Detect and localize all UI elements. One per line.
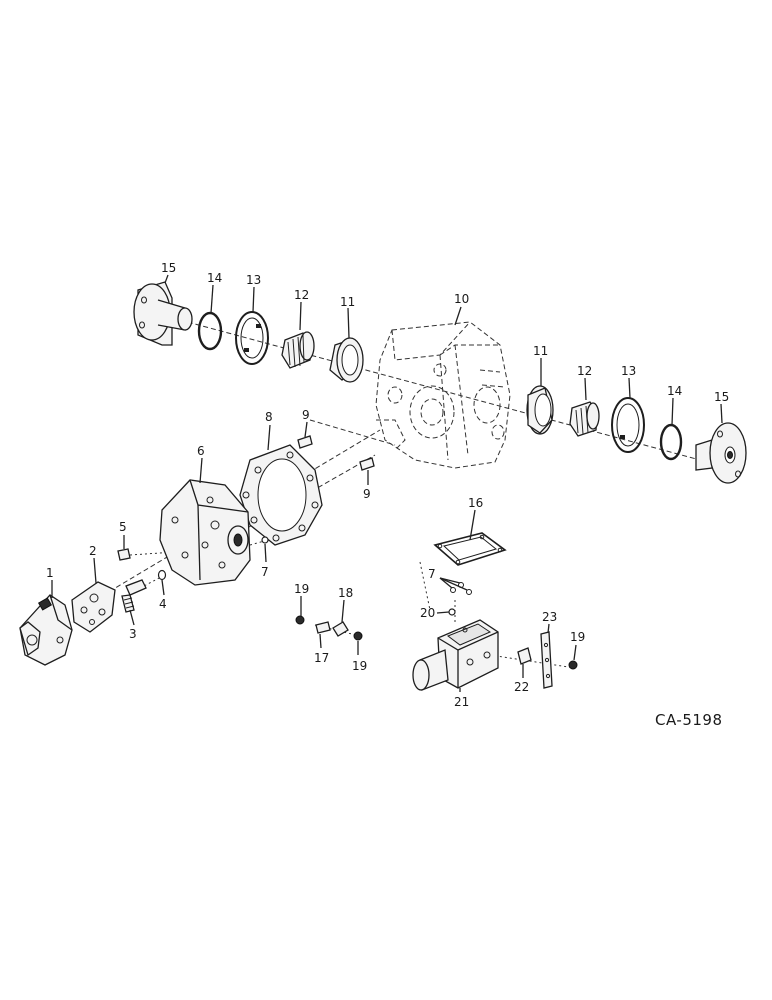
- callout-10: 10: [454, 292, 469, 306]
- bearing-cone-right-part-12: [569, 401, 600, 437]
- flange-cover-right-part-15: [695, 422, 747, 484]
- callout-16: 16: [468, 496, 483, 510]
- callout-7-a: 7: [261, 565, 269, 579]
- callout-8: 8: [265, 410, 273, 424]
- callout-9-b: 9: [363, 487, 371, 501]
- callout-15-b: 15: [714, 390, 729, 404]
- callout-13-b: 13: [621, 364, 636, 378]
- callout-6: 6: [197, 444, 205, 458]
- callout-7-b: 7: [428, 567, 436, 581]
- callout-21: 21: [454, 695, 469, 709]
- o-ring-left-part-14: [197, 311, 223, 351]
- ball-part-20: [448, 608, 456, 616]
- callout-14-b: 14: [667, 384, 682, 398]
- housing-part-10: [375, 321, 511, 469]
- callout-19-a: 19: [294, 582, 309, 596]
- callout-19-c: 19: [570, 630, 585, 644]
- callout-11-b: 11: [533, 344, 548, 358]
- callout-4: 4: [159, 597, 167, 611]
- shim-left-part-13: [235, 311, 269, 365]
- nuts-part-19: [295, 615, 578, 670]
- flange-cover-left-part-15: [133, 281, 193, 346]
- callout-9-a: 9: [302, 408, 310, 422]
- callout-17: 17: [314, 651, 329, 665]
- callout-22: 22: [514, 680, 529, 694]
- callout-13-a: 13: [246, 273, 261, 287]
- bearing-cup-left-part-11: [329, 337, 364, 383]
- stud-part-17: [315, 621, 331, 634]
- callout-12-b: 12: [577, 364, 592, 378]
- washer-part-4: [157, 569, 167, 581]
- bearing-cone-left-part-12: [281, 331, 315, 369]
- cover-gasket-part-16: [433, 532, 507, 566]
- gasket-part-8: [239, 444, 323, 546]
- plate-part-23: [540, 631, 553, 689]
- shim-right-part-13: [611, 397, 645, 453]
- callout-5: 5: [119, 520, 127, 534]
- link-part-18: [332, 621, 349, 637]
- callout-labels: 1 2 3 4 5 6 7 8 9 9 10 11 11 12 12 13 13…: [46, 261, 729, 709]
- leader-lines: [51, 274, 723, 692]
- o-ring-right-part-14: [659, 423, 683, 461]
- callout-23: 23: [542, 610, 557, 624]
- plug-part-5: [117, 548, 131, 561]
- callout-15-a: 15: [161, 261, 176, 275]
- pump-plate-part-2: [71, 581, 116, 633]
- callout-19-b: 19: [352, 659, 367, 673]
- plug-part-22: [517, 647, 532, 665]
- callout-2: 2: [89, 544, 97, 558]
- fitting-part-3: [121, 579, 147, 613]
- dowel-pins-part-9: [297, 435, 375, 471]
- callout-20: 20: [420, 606, 435, 620]
- adapter-housing-part-6: [159, 479, 251, 586]
- bearing-cup-right-part-11: [526, 385, 554, 435]
- drawing-reference-code: CA-5198: [655, 711, 723, 729]
- pump-part-1: [19, 594, 73, 666]
- callout-1: 1: [46, 566, 54, 580]
- callout-11-a: 11: [340, 295, 355, 309]
- callout-14-a: 14: [207, 271, 222, 285]
- callout-12-a: 12: [294, 288, 309, 302]
- center-lines: [74, 319, 701, 669]
- callout-3: 3: [129, 627, 137, 641]
- callout-18: 18: [338, 586, 353, 600]
- valve-body-part-21: [412, 619, 499, 691]
- ball-part-7-a: [261, 536, 269, 544]
